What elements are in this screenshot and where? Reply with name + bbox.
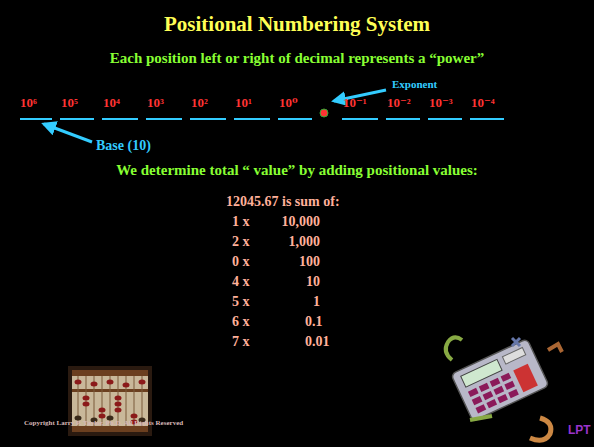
exponent-label: Exponent xyxy=(392,78,437,91)
power-label: 10² xyxy=(191,96,208,111)
power-label: 10⁻² xyxy=(387,96,411,111)
power-label: 10⁵ xyxy=(61,96,78,111)
place-value: 1 xyxy=(313,294,320,310)
multiplier: 5 x xyxy=(232,294,250,310)
logo-text: LPT xyxy=(568,424,591,438)
subtitle: Each position left or right of decimal r… xyxy=(110,50,485,67)
power-label: 10⁻³ xyxy=(429,96,453,111)
multiplier: 2 x xyxy=(232,234,250,250)
multiplier: 0 x xyxy=(232,254,250,270)
sum-heading: 12045.67 is sum of: xyxy=(226,194,340,210)
base-arrow xyxy=(44,124,92,142)
power-label: 10⁶ xyxy=(20,96,37,111)
place-value: 0.01 xyxy=(305,334,330,350)
place-value: 1,000 xyxy=(289,234,321,250)
multiplier: 6 x xyxy=(232,314,250,330)
power-label: 10⁰ xyxy=(279,96,298,111)
place-value: 10 xyxy=(306,274,320,290)
multiplier: 7 x xyxy=(232,334,250,350)
decimal-point xyxy=(320,109,328,117)
place-value: 10,000 xyxy=(282,214,321,230)
copyright-note: Copyright Larry P. Taylor, Ph.D. All Rig… xyxy=(24,419,183,427)
power-label: 10³ xyxy=(147,96,164,111)
power-underlines xyxy=(20,118,504,120)
slide-title: Positional Numbering System xyxy=(0,12,594,36)
multiplier: 1 x xyxy=(232,214,250,230)
power-label: 10¹ xyxy=(235,96,252,111)
multiplier: 4 x xyxy=(232,274,250,290)
base-label: Base (10) xyxy=(96,138,151,154)
subtitle: We determine total “ value” by adding po… xyxy=(116,162,478,179)
power-label: 10⁻¹ xyxy=(343,96,367,111)
calculator-clipart xyxy=(446,337,562,440)
place-value: 100 xyxy=(299,254,320,270)
power-label: 10⁴ xyxy=(103,96,120,111)
power-label: 10⁻⁴ xyxy=(471,96,495,111)
place-value: 0.1 xyxy=(305,314,323,330)
